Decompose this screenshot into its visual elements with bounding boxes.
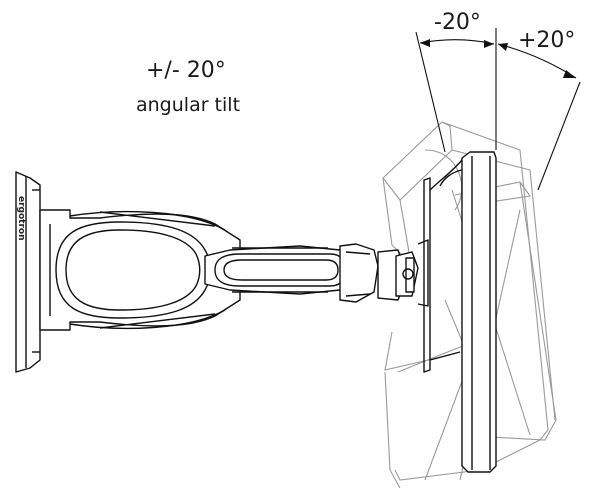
vesa-plate (423, 159, 463, 373)
tilt-range-label: +/- 20° (146, 58, 226, 83)
angle-dimension-lines (415, 28, 581, 191)
brand-logo: ergotron (16, 196, 26, 241)
upper-arm (39, 209, 241, 331)
tilt-head (339, 239, 429, 307)
monitor-upright (439, 151, 497, 473)
forearm (204, 245, 351, 295)
angle-negative-label: -20° (434, 10, 481, 35)
tilt-caption: angular tilt (136, 94, 240, 116)
angle-positive-label: +20° (518, 28, 575, 53)
wall-plate: ergotron (15, 171, 41, 373)
